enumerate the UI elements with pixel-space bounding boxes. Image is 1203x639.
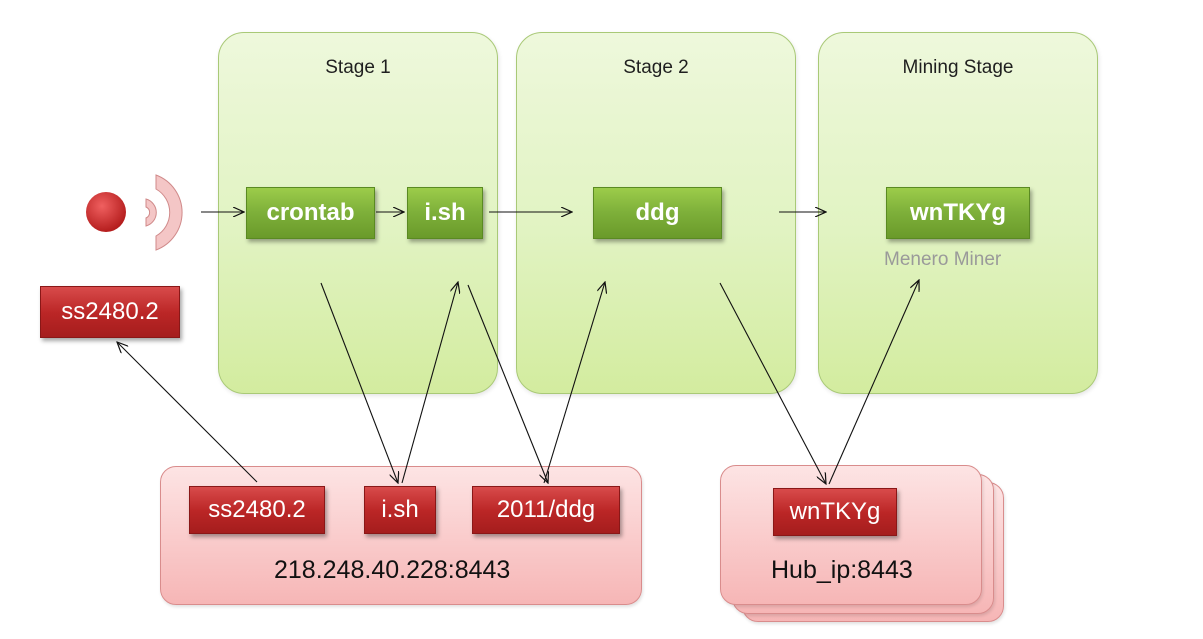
c2-server: ss2480.2 i.sh 2011/ddg 218.248.40.228:84…	[160, 466, 642, 605]
wireless-signal-icon	[86, 174, 183, 251]
stage-2-title: Stage 2	[623, 57, 689, 78]
c2-file-ss2480: ss2480.2	[189, 486, 325, 534]
arrow-c2-ddg-to-ddg	[543, 282, 605, 484]
arrow-c2-ish-to-ish	[401, 282, 458, 484]
arrow-c2-ss-to-ss-node	[117, 342, 258, 483]
arrow-crontab-to-c2-ish	[320, 282, 398, 483]
ish-node: i.sh	[407, 187, 483, 239]
arrow-ish-to-c2-ddg	[467, 284, 548, 483]
wntkyg-caption: Menero Miner	[884, 249, 1002, 270]
hub-server: wnTKYg Hub_ip:8443	[720, 465, 982, 605]
c2-address: 218.248.40.228:8443	[274, 556, 511, 584]
wntkyg-node: wnTKYg	[886, 187, 1030, 239]
stage-1-title: Stage 1	[325, 57, 391, 78]
c2-file-ish: i.sh	[364, 486, 436, 534]
ddg-node: ddg	[593, 187, 722, 239]
hub-address: Hub_ip:8443	[771, 556, 913, 584]
crontab-node: crontab	[246, 187, 375, 239]
hub-file-wntkyg: wnTKYg	[773, 488, 897, 536]
c2-file-ddg: 2011/ddg	[472, 486, 620, 534]
arrow-ddg-to-hub	[719, 282, 826, 484]
ss2480-node: ss2480.2	[40, 286, 180, 338]
arrow-hub-to-wntkyg	[828, 280, 919, 485]
mining-stage-title: Mining Stage	[902, 57, 1014, 78]
